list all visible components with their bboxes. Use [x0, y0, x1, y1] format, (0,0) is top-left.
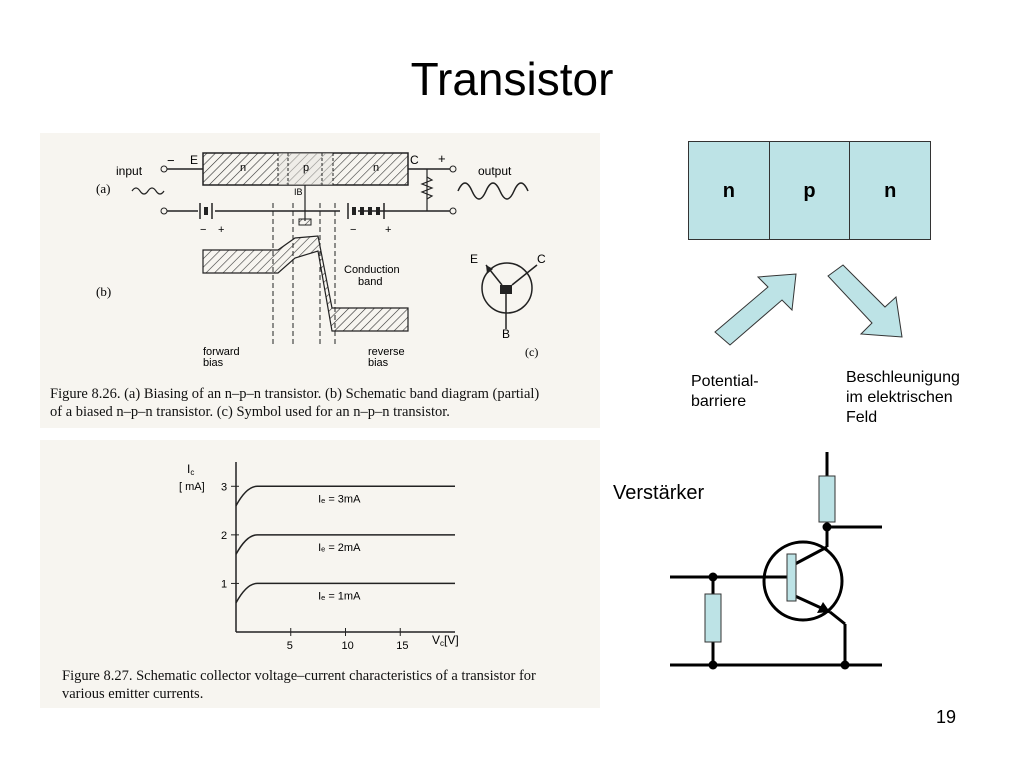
- accel-label-line3: Feld: [846, 409, 878, 426]
- symbol-e-label: E: [470, 252, 478, 266]
- base-resistor: [704, 593, 722, 643]
- potential-label-line1: Potential-: [691, 373, 759, 390]
- caption-827-line2: various emitter currents.: [62, 686, 204, 702]
- npn-layer-diagram: n p n: [688, 141, 931, 240]
- forward-bias-label-1: forward: [203, 346, 240, 358]
- caption-826-line2: of a biased n–p–n transistor. (c) Symbol…: [50, 404, 450, 420]
- output-label: output: [478, 164, 512, 178]
- part-a-label: (a): [96, 181, 110, 196]
- region-p-label: p: [303, 162, 309, 174]
- collector-label: C: [410, 153, 419, 167]
- conduction-band-label-2: band: [358, 276, 382, 288]
- y-axis-label: Ic: [187, 462, 194, 477]
- output-wave-icon: [457, 182, 529, 200]
- junction-dot: [708, 660, 718, 670]
- arrow-up-right-icon: [714, 273, 797, 346]
- series-label: Iₑ = 1mA: [318, 590, 361, 602]
- figure-8-26: n p n E C − + − + −: [40, 133, 600, 428]
- junction-dot: [822, 522, 832, 532]
- emitter-label: E: [190, 153, 198, 167]
- iv-characteristics-chart: Ic [ mA] Vc[V] 1 2 3 5 10 15 Iₑ = 3mA Iₑ = 2mA I…: [179, 462, 459, 652]
- conduction-band-label-1: Conduction: [344, 264, 400, 276]
- transistor-base-bar: [786, 553, 797, 602]
- battery2-plus: +: [385, 224, 391, 236]
- npn-region-p: p: [769, 142, 851, 239]
- forward-bias-label-2: bias: [203, 357, 224, 369]
- region-n1-label: n: [240, 162, 246, 174]
- amplifier-label: Verstärker: [613, 482, 705, 504]
- reverse-bias-label-2: bias: [368, 357, 389, 369]
- npn-region-n-right: n: [850, 142, 931, 239]
- arrow-down-right-icon: [827, 264, 903, 338]
- potential-label-line2: barriere: [691, 393, 747, 410]
- battery1-minus: −: [200, 224, 206, 236]
- biasing-diagram: n p n E C − + − + −: [96, 151, 546, 369]
- slide-title: Transistor: [410, 53, 614, 105]
- input-label: input: [116, 164, 143, 178]
- series-label: Iₑ = 2mA: [318, 542, 361, 554]
- x-axis-label: Vc[V]: [432, 633, 459, 648]
- x-tick-label: 15: [396, 640, 408, 652]
- accel-label-line2: im elektrischen: [846, 389, 953, 406]
- amplifier-circuit: [670, 452, 882, 670]
- iv-plot-area: 1 2 3 5 10 15 Iₑ = 3mA Iₑ = 2mA Iₑ = 1mA: [221, 462, 455, 652]
- reverse-bias-label-1: reverse: [368, 346, 405, 358]
- band-diagram: [202, 203, 409, 345]
- collector-resistor: [818, 475, 836, 523]
- x-tick-label: 5: [287, 640, 293, 652]
- series-line: [235, 582, 455, 604]
- y-tick-label: 1: [221, 578, 227, 590]
- collector-battery: [347, 203, 385, 219]
- input-wave-icon: [131, 187, 165, 195]
- symbol-c-label: C: [537, 252, 546, 266]
- junction-dot: [840, 660, 850, 670]
- caption-826-line1: Figure 8.26. (a) Biasing of an n–p–n tra…: [50, 386, 540, 402]
- output-plus: +: [438, 151, 446, 166]
- y-tick-label: 3: [221, 481, 227, 493]
- region-n2-label: n: [373, 162, 379, 174]
- npn-symbol-icon: [481, 262, 538, 329]
- part-c-label: (c): [525, 345, 538, 359]
- arrows-graphic: [714, 264, 903, 346]
- battery2-minus: −: [350, 224, 356, 236]
- figure-8-27: Ic [ mA] Vc[V] 1 2 3 5 10 15 Iₑ = 3mA Iₑ = 2mA I…: [40, 440, 600, 708]
- figure-8-26-caption: Figure 8.26. (a) Biasing of an n–p–n tra…: [50, 385, 595, 421]
- emitter-arrow-icon: [817, 602, 830, 613]
- emitter-battery: [199, 203, 213, 219]
- series-label: Iₑ = 3mA: [318, 493, 361, 505]
- potential-barrier-label: Potential- barriere: [691, 372, 759, 412]
- y-tick-label: 2: [221, 530, 227, 542]
- series-line: [235, 534, 455, 555]
- part-b-label: (b): [96, 284, 111, 299]
- y-axis-unit: [ mA]: [179, 481, 205, 493]
- x-tick-label: 10: [342, 640, 354, 652]
- figure-8-27-caption: Figure 8.27. Schematic collector voltage…: [62, 667, 597, 703]
- acceleration-label: Beschleunigung im elektrischen Feld: [846, 368, 960, 428]
- load-resistor: [420, 176, 434, 200]
- caption-827-line1: Figure 8.27. Schematic collector voltage…: [62, 668, 536, 684]
- input-minus: −: [167, 153, 175, 168]
- battery1-plus: +: [218, 224, 224, 236]
- accel-label-line1: Beschleunigung: [846, 369, 960, 386]
- junction-dot: [708, 572, 718, 582]
- base-current-label: IB: [294, 187, 303, 197]
- page-number: 19: [936, 707, 957, 727]
- symbol-b-label: B: [502, 327, 510, 341]
- npn-region-n-left: n: [689, 142, 770, 239]
- series-line: [235, 485, 455, 507]
